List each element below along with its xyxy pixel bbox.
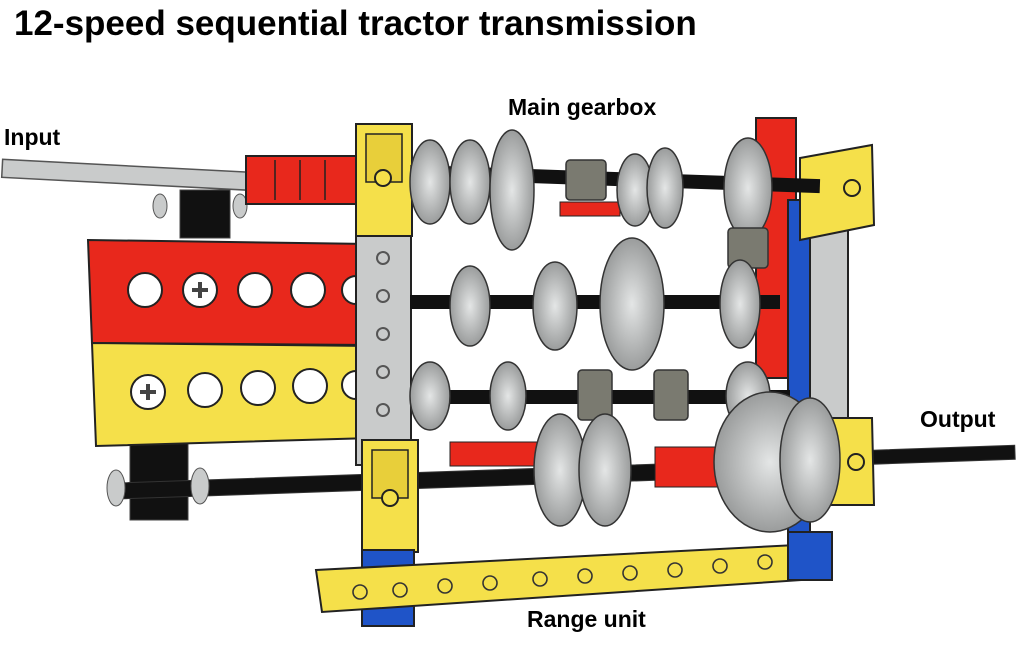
output-axle (859, 444, 1016, 466)
blue-post-bottom-right (787, 531, 833, 581)
bush-left-upper (152, 193, 168, 219)
main-gearbox-label: Main gearbox (508, 94, 657, 120)
red-input-connector (245, 155, 361, 205)
black-connector-upper (179, 189, 231, 239)
yellow-block-top-right (799, 143, 876, 242)
gears (409, 129, 841, 533)
output-label: Output (920, 406, 996, 432)
yellow-block-bottom-left (361, 439, 419, 553)
shafts (409, 164, 821, 488)
yellow-block-top-left (355, 123, 413, 237)
yellow-beam-left (90, 341, 373, 448)
black-connector-lower (129, 439, 189, 521)
diagram-title: 12-speed sequential tractor transmission (14, 4, 697, 43)
gray-frame-left (355, 234, 412, 466)
bush-left-upper-2 (232, 193, 248, 219)
input-axle (0, 158, 264, 192)
range-unit-label: Range unit (527, 606, 646, 632)
input-label: Input (4, 124, 61, 150)
red-beam-left (86, 238, 371, 347)
